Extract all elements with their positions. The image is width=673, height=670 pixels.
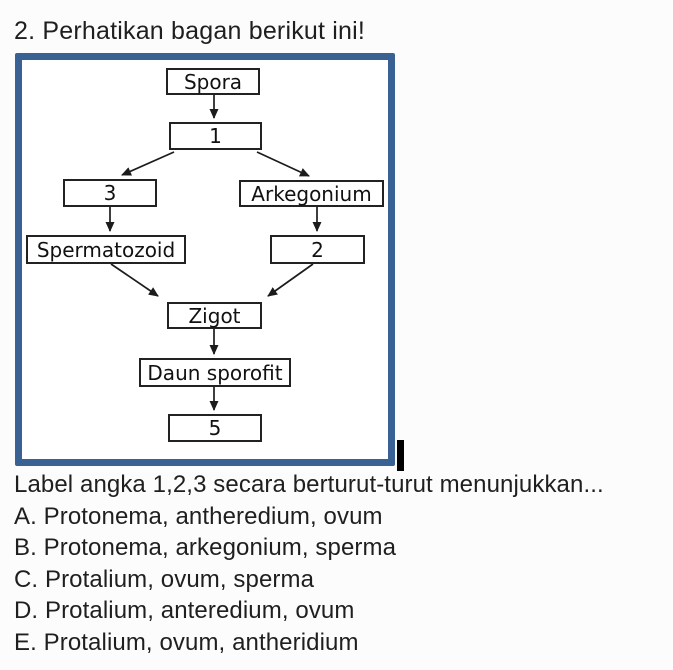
text-cursor [397, 440, 404, 471]
flowchart-node-2: 2 [270, 235, 365, 264]
option-line-b: B. Protonema, arkegonium, sperma [14, 534, 397, 561]
flowchart-node-arkegonium: Arkegonium [239, 180, 384, 207]
flow-arrow-1-to-arkegonium [256, 151, 310, 177]
question-text: Label angka 1,2,3 secara berturut-turut … [14, 471, 604, 498]
flow-arrow-spermatozoid-to-zigot [110, 263, 159, 297]
flowchart-node-zigot: Zigot [167, 302, 262, 329]
flowchart-node-3: 3 [63, 179, 157, 207]
option-line-d: D. Protalium, anteredium, ovum [14, 597, 355, 624]
question-block: Label angka 1,2,3 secara berturut-turut … [14, 469, 673, 658]
flow-arrow-2-to-zigot [267, 263, 314, 297]
flowchart-node-spermatozoid: Spermatozoid [26, 235, 186, 264]
options-list: A. Protonema, antheredium, ovum B. Proton… [14, 501, 673, 659]
flowchart-node-5: 5 [168, 414, 262, 442]
question-number-title: 2. Perhatikan bagan berikut ini! [14, 17, 366, 45]
option-line-a: A. Protonema, antheredium, ovum [14, 502, 383, 530]
flow-arrow-1-to-3 [121, 151, 175, 176]
flowchart-node-spora: Spora [166, 68, 260, 95]
option-line-e: E. Protalium, ovum, antheridium [14, 628, 359, 656]
flowchart-node-daun-sporofit: Daun sporofit [139, 358, 291, 387]
flowchart-node-1: 1 [169, 122, 262, 150]
option-line-c: C. Protalium, ovum, sperma [14, 565, 315, 593]
